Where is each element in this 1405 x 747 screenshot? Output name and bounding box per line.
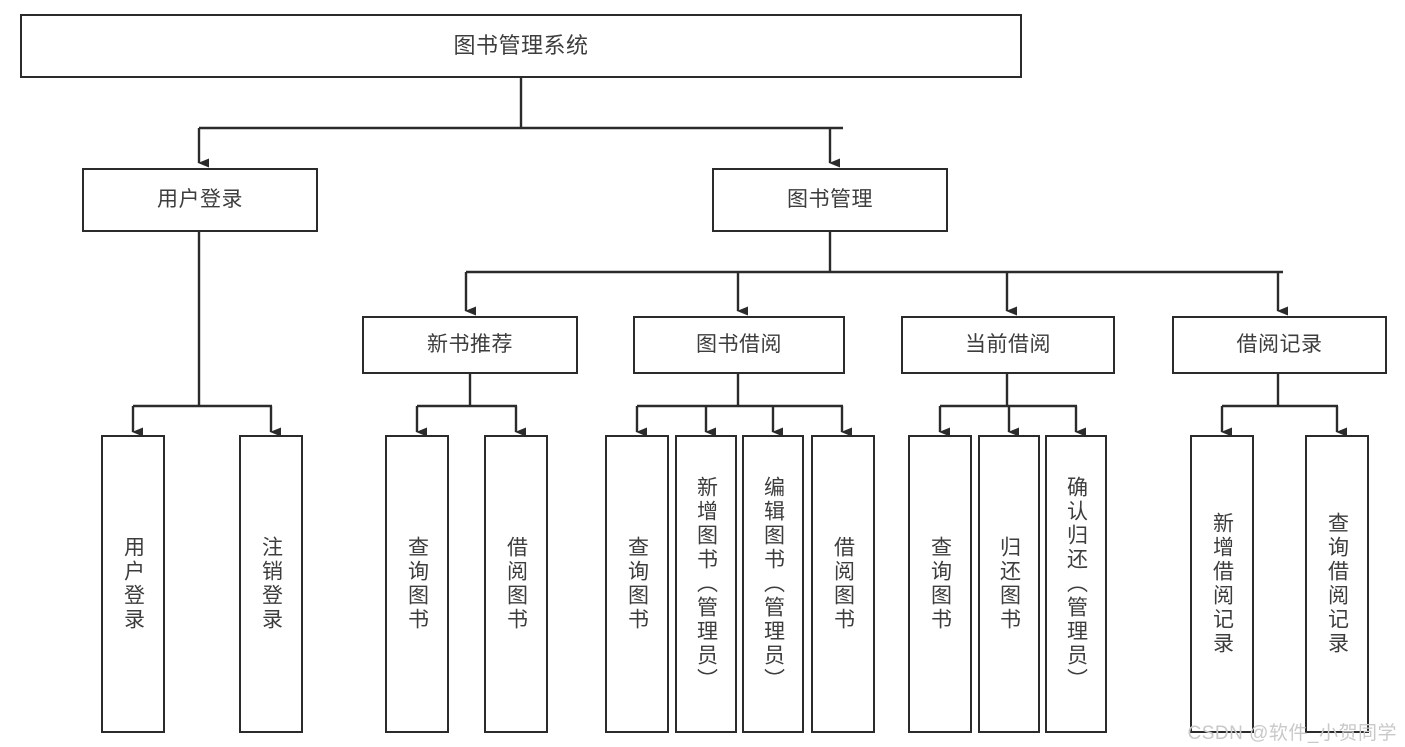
- node-label: 图书管理: [787, 188, 873, 212]
- leaf-label: 新增图书（管理员）: [694, 476, 718, 692]
- node-label: 新书推荐: [427, 333, 513, 357]
- leaf-current-return-book[interactable]: 归还图书: [978, 435, 1040, 733]
- leaf-label: 编辑图书（管理员）: [761, 476, 785, 692]
- leaf-user-login-login[interactable]: 用户登录: [101, 435, 165, 733]
- leaf-label: 确认归还（管理员）: [1064, 476, 1088, 692]
- leaf-label: 用户登录: [121, 536, 145, 632]
- leaf-new-book-query[interactable]: 查询图书: [385, 435, 449, 733]
- node-user-login[interactable]: 用户登录: [82, 168, 318, 232]
- node-borrow-record[interactable]: 借阅记录: [1172, 316, 1387, 374]
- node-label: 当前借阅: [965, 333, 1051, 357]
- leaf-label: 注销登录: [259, 536, 283, 632]
- leaf-new-book-borrow[interactable]: 借阅图书: [484, 435, 548, 733]
- node-root-system[interactable]: 图书管理系统: [20, 14, 1022, 78]
- leaf-borrow-borrow-book[interactable]: 借阅图书: [811, 435, 875, 733]
- leaf-current-confirm-return-admin[interactable]: 确认归还（管理员）: [1045, 435, 1107, 733]
- leaf-label: 查询图书: [625, 536, 649, 632]
- node-new-book-recommend[interactable]: 新书推荐: [362, 316, 578, 374]
- leaf-borrow-add-book-admin[interactable]: 新增图书（管理员）: [675, 435, 737, 733]
- leaf-borrow-query-book[interactable]: 查询图书: [605, 435, 669, 733]
- leaf-label: 查询图书: [405, 536, 429, 632]
- leaf-label: 借阅图书: [831, 536, 855, 632]
- leaf-record-add-record[interactable]: 新增借阅记录: [1190, 435, 1254, 733]
- node-current-borrow[interactable]: 当前借阅: [901, 316, 1115, 374]
- node-label: 用户登录: [157, 188, 243, 212]
- node-book-management[interactable]: 图书管理: [712, 168, 948, 232]
- leaf-label: 新增借阅记录: [1210, 512, 1234, 656]
- node-book-borrow[interactable]: 图书借阅: [633, 316, 845, 374]
- leaf-label: 查询图书: [928, 536, 952, 632]
- node-label: 图书管理系统: [453, 32, 589, 58]
- leaf-record-query-record[interactable]: 查询借阅记录: [1305, 435, 1369, 733]
- node-label: 图书借阅: [696, 333, 782, 357]
- connectors: [131, 78, 1347, 437]
- leaf-label: 借阅图书: [504, 536, 528, 632]
- node-label: 借阅记录: [1236, 333, 1323, 357]
- leaf-label: 查询借阅记录: [1325, 512, 1349, 656]
- leaf-user-login-logout[interactable]: 注销登录: [239, 435, 303, 733]
- leaf-borrow-edit-book-admin[interactable]: 编辑图书（管理员）: [742, 435, 804, 733]
- leaf-label: 归还图书: [997, 536, 1021, 632]
- leaf-current-query-book[interactable]: 查询图书: [908, 435, 972, 733]
